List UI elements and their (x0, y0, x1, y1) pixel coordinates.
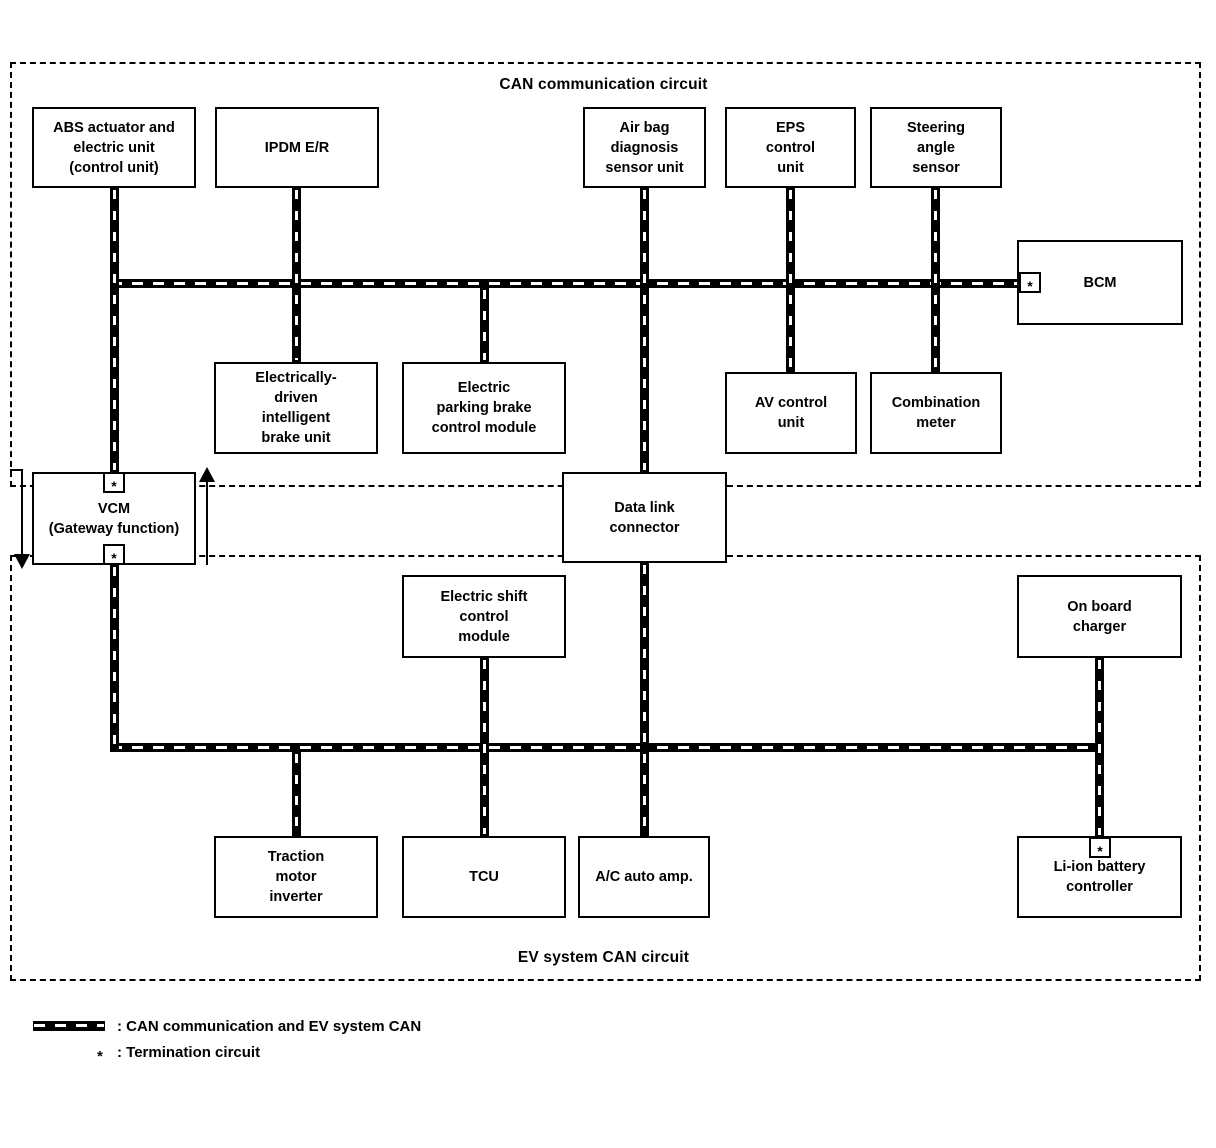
termination-marker-bcm: * (1019, 272, 1041, 293)
legend-termination-marker: * (97, 1048, 103, 1065)
node-tcu: TCU (402, 836, 566, 918)
gateway-down-arrow-hook (10, 469, 22, 471)
termination-marker-vcm-top: * (103, 472, 125, 493)
legend-can-line-label: : CAN communication and EV system CAN (117, 1018, 422, 1035)
can-line-eps-to-av (786, 188, 795, 372)
node-airbag-diagnosis: Air bag diagnosis sensor unit (583, 107, 706, 188)
termination-marker-liion: * (1089, 837, 1111, 858)
can-line-vcm-to-bus (110, 565, 119, 752)
can-line-obc-to-liion (1095, 658, 1104, 837)
gateway-down-arrow-line (21, 469, 23, 555)
legend-can-line-swatch (33, 1021, 105, 1031)
node-abs-actuator: ABS actuator and electric unit (control … (32, 107, 196, 188)
node-eps-control: EPS control unit (725, 107, 856, 188)
node-traction-inverter: Traction motor inverter (214, 836, 378, 918)
node-data-link-connector: Data link connector (562, 472, 727, 563)
node-av-control: AV control unit (725, 372, 857, 454)
gateway-down-arrow-icon (14, 554, 30, 569)
gateway-up-arrow-line (206, 481, 208, 565)
can-bus-bottom (110, 743, 1104, 752)
ev-region-title: EV system CAN circuit (517, 949, 690, 966)
can-line-dlc-to-ac (640, 563, 649, 836)
node-ac-auto-amp: A/C auto amp. (578, 836, 710, 918)
can-line-ipdm-to-brake (292, 188, 301, 362)
legend-termination-label: : Termination circuit (117, 1044, 261, 1061)
can-line-shift-to-tcu (480, 658, 489, 836)
can-line-abs-to-vcm (110, 188, 119, 472)
can-bus-top (110, 279, 1019, 288)
can-line-bus-to-traction (292, 752, 301, 836)
termination-marker-vcm-bottom: * (103, 544, 125, 565)
can-line-steering-to-combo (931, 188, 940, 372)
node-ipdm-er: IPDM E/R (215, 107, 379, 188)
node-electric-shift: Electric shift control module (402, 575, 566, 658)
node-onboard-charger: On board charger (1017, 575, 1182, 658)
node-combination-meter: Combination meter (870, 372, 1002, 454)
node-parking-brake: Electric parking brake control module (402, 362, 566, 454)
can-region-title: CAN communication circuit (499, 76, 708, 93)
can-line-airbag-to-dlc (640, 188, 649, 472)
gateway-up-arrow-icon (199, 467, 215, 482)
can-line-bus-to-epb (480, 288, 489, 362)
node-bcm: BCM (1017, 240, 1183, 325)
node-steering-angle-sensor: Steering angle sensor (870, 107, 1002, 188)
node-intelligent-brake: Electrically- driven intelligent brake u… (214, 362, 378, 454)
